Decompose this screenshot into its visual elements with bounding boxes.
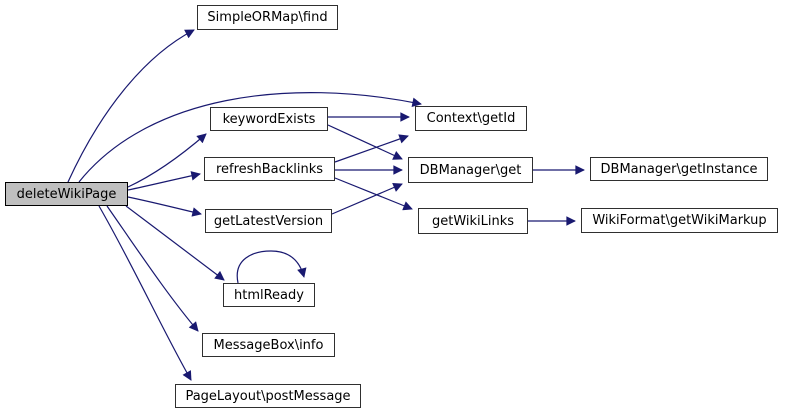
node-wikiformat-getwikimarkup[interactable]: WikiFormat\getWikiMarkup <box>581 208 778 233</box>
edge-deleteWikiPage-to-SimpleORMap_find <box>67 29 195 183</box>
edge-refreshBacklinks-to-getWikiLinks <box>334 177 413 211</box>
edge-htmlReady-to-htmlReady <box>236 250 307 284</box>
edge-refreshBacklinks-to-Context_getId <box>334 134 409 163</box>
edge-deleteWikiPage-to-getLatestVersion <box>127 196 202 217</box>
node-deleteWikiPage[interactable]: deleteWikiPage <box>5 182 128 206</box>
node-messagebox-info[interactable]: MessageBox\info <box>202 333 335 357</box>
node-pagelayout-postmessage[interactable]: PageLayout\postMessage <box>175 384 361 408</box>
node-context-getid[interactable]: Context\getId <box>415 106 527 131</box>
node-refreshbacklinks[interactable]: refreshBacklinks <box>204 157 335 181</box>
node-htmlready[interactable]: htmlReady <box>223 283 315 307</box>
node-getwikilinks[interactable]: getWikiLinks <box>418 208 528 234</box>
edge-getLatestVersion-to-DBManager_get <box>331 182 403 215</box>
node-dbmanager-getinstance[interactable]: DBManager\getInstance <box>590 157 768 181</box>
node-dbmanager-get[interactable]: DBManager\get <box>408 157 533 183</box>
edge-deleteWikiPage-to-keywordExists <box>127 133 207 188</box>
edge-deleteWikiPage-to-PageLayout_postMessage <box>98 205 192 381</box>
edge-keywordExists-to-DBManager_get <box>327 124 403 160</box>
node-getlatestversion[interactable]: getLatestVersion <box>205 209 332 233</box>
node-keywordexists[interactable]: keywordExists <box>210 107 328 131</box>
edge-deleteWikiPage-to-MessageBox_info <box>106 205 199 332</box>
node-simpleormap-find[interactable]: SimpleORMap\find <box>197 5 338 30</box>
edge-deleteWikiPage-to-refreshBacklinks <box>127 171 201 191</box>
